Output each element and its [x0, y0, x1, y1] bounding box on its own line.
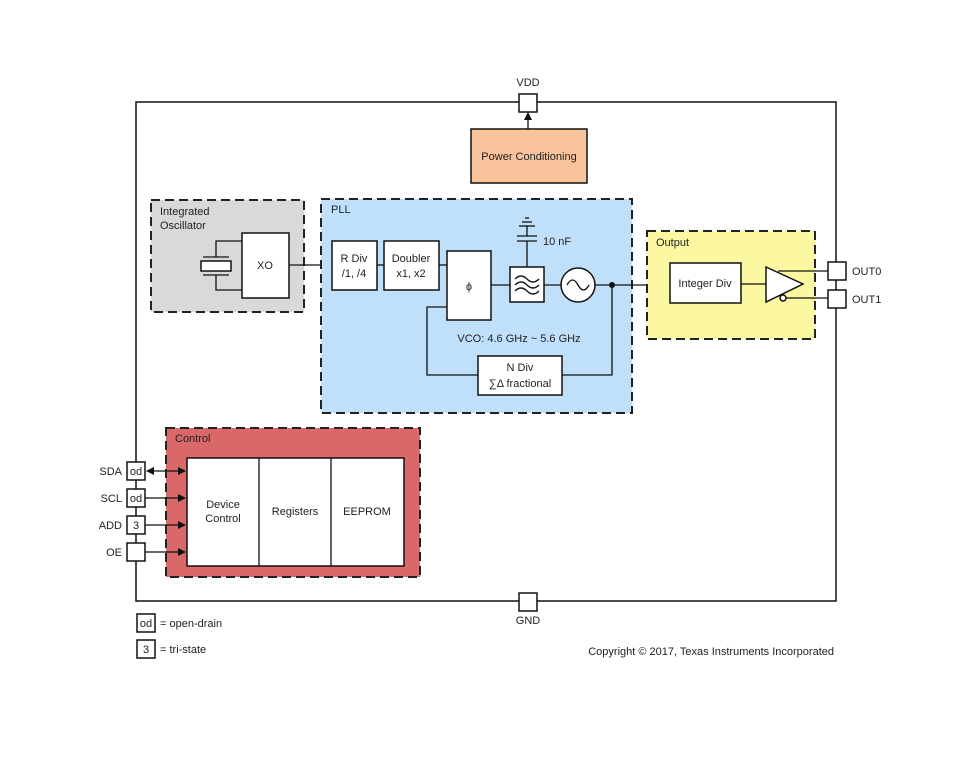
- output-title: Output: [656, 237, 689, 249]
- vco-icon: [560, 267, 596, 303]
- out1-label: OUT1: [852, 294, 881, 306]
- integer-div-block: [669, 262, 742, 304]
- power-label: Power Conditioning: [481, 151, 576, 163]
- sda-mark: od: [130, 466, 142, 478]
- integrated-oscillator-block: Integrated Oscillator XO: [150, 199, 305, 313]
- legend-ts-mark: 3: [143, 644, 149, 656]
- control-title: Control: [175, 433, 210, 445]
- capacitor-value: 10 nF: [543, 236, 571, 248]
- loop-filter-icon: [509, 266, 545, 303]
- out0-pin: [827, 261, 847, 281]
- control-block: Control Device Control Registers EEPROM: [165, 427, 421, 578]
- ndiv-type: ∑Δ fractional: [489, 378, 551, 390]
- power-conditioning-block: Power Conditioning: [470, 128, 588, 184]
- chip-outline: [135, 101, 837, 602]
- ndiv-label: N Div: [507, 362, 534, 374]
- output-block: Output Integer Div: [646, 230, 828, 340]
- xo-label: XO: [257, 260, 273, 272]
- out0-label: OUT0: [852, 266, 881, 278]
- legend-od-text: = open-drain: [160, 618, 222, 630]
- legend-od-mark: od: [140, 618, 152, 630]
- pll-title: PLL: [331, 204, 351, 216]
- copyright: Copyright © 2017, Texas Instruments Inco…: [588, 646, 834, 658]
- sda-pin: od SDA: [99, 461, 186, 481]
- add-label: ADD: [99, 520, 122, 532]
- output-buffer-icon: [765, 265, 805, 304]
- registers-label: Registers: [272, 506, 319, 518]
- legend-ts-text: = tri-state: [160, 644, 206, 656]
- doubler-label: Doubler: [392, 253, 431, 265]
- legend: od = open-drain 3 = tri-state: [136, 613, 222, 659]
- eeprom-label: EEPROM: [343, 506, 391, 518]
- oscillator-title: Integrated: [160, 206, 210, 218]
- sda-label: SDA: [99, 466, 122, 478]
- rdiv-ratio: /1, /4: [342, 268, 366, 280]
- doubler-ratio: x1, x2: [396, 268, 425, 280]
- out1-pin: [827, 289, 847, 309]
- pll-block: PLL R Div /1, /4 Doubler x1, x2 ϕ 10 nF: [320, 198, 670, 414]
- crystal-icon: [200, 240, 242, 291]
- device-control-label-2: Control: [205, 513, 240, 525]
- scl-pin: od SCL: [101, 488, 186, 508]
- phase-detector-block: [446, 250, 492, 321]
- gnd-pin: [518, 592, 538, 612]
- gnd-label: GND: [516, 615, 541, 627]
- scl-label: SCL: [101, 493, 122, 505]
- add-pin: 3 ADD: [99, 515, 186, 535]
- vdd-pin: VDD: [516, 77, 540, 113]
- integer-div-label: Integer Div: [678, 278, 732, 290]
- device-control-label: Device: [206, 499, 240, 511]
- add-mark: 3: [133, 520, 139, 532]
- rdiv-label: R Div: [341, 253, 368, 265]
- scl-mark: od: [130, 493, 142, 505]
- phase-label: ϕ: [466, 281, 472, 293]
- vdd-label: VDD: [516, 77, 539, 89]
- rdiv-block: [331, 240, 378, 291]
- oscillator-title-2: Oscillator: [160, 220, 206, 232]
- oe-pin: OE: [106, 542, 186, 562]
- oe-label: OE: [106, 547, 122, 559]
- capacitor-icon: [517, 217, 537, 267]
- doubler-block: [383, 240, 440, 291]
- vco-range: VCO: 4.6 GHz ~ 5.6 GHz: [457, 333, 580, 345]
- ndiv-block: [477, 355, 563, 396]
